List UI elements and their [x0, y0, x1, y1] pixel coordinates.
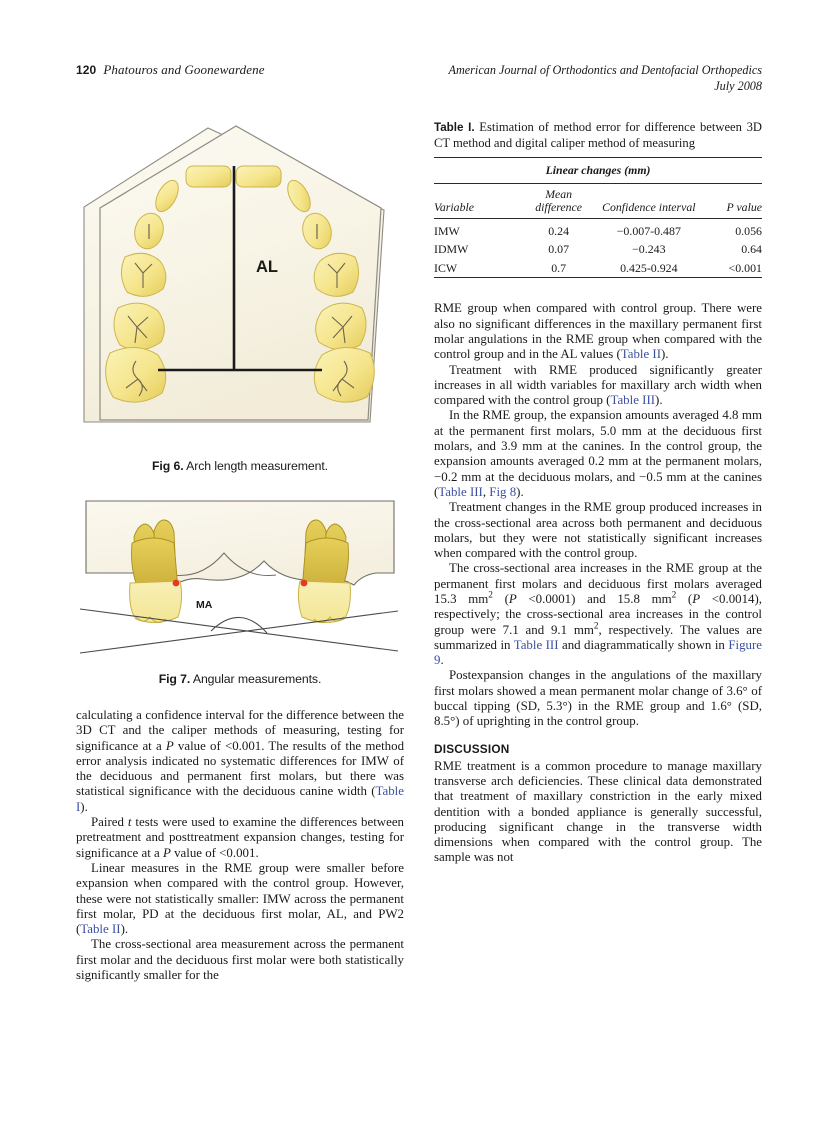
cross-reference-table-1[interactable]: Table I: [76, 784, 404, 814]
col-mean-line2: difference: [535, 200, 582, 215]
left-column: AL Fig 6. Arch length measurement.: [76, 120, 404, 983]
superscript-squared: 2: [671, 590, 677, 601]
figure-6-label: Fig 6.: [152, 459, 184, 473]
arch-length-diagram: AL: [83, 125, 385, 423]
stat-symbol-t: t: [127, 815, 132, 830]
table-1-col-confidence-interval: Confidence interval: [594, 183, 703, 220]
table-1-bottom-rule: [434, 277, 762, 286]
stat-symbol-p: P: [692, 591, 701, 606]
issue-date: July 2008: [714, 79, 762, 93]
col-mean-line1: Mean: [545, 187, 573, 202]
cross-reference-table-3[interactable]: Table III: [513, 637, 559, 652]
table-1-grid: Linear changes (mm) Variable Mean differ…: [434, 157, 762, 286]
table-1-title: Table I. Estimation of method error for …: [434, 120, 762, 151]
angular-measurement-diagram: MA: [79, 500, 399, 654]
cell-variable: IMW: [434, 224, 460, 239]
table-row: ICW 0.7 0.425-0.924 <0.001: [434, 259, 762, 278]
figure-7-image: MA: [76, 491, 404, 663]
cell-mean-difference: 0.7: [551, 260, 567, 275]
cell-p-value: <0.001: [728, 260, 762, 275]
superscript-squared: 2: [488, 590, 493, 601]
table-1-col-p-value: P value: [702, 183, 762, 220]
figure-7: MA Fig 7. Angular measurements.: [76, 491, 404, 686]
figure-6-caption-text: Arch length measurement.: [186, 459, 328, 473]
paragraph: calculating a confidence interval for th…: [76, 708, 405, 814]
cell-confidence-interval: 0.425-0.924: [620, 260, 678, 275]
figure-7-caption: Fig 7. Angular measurements.: [76, 663, 404, 686]
right-column-text: RME group when compared with control gro…: [434, 301, 762, 865]
paragraph: Linear measures in the RME group were sm…: [76, 860, 404, 937]
right-landmark-marker: [300, 579, 308, 587]
superscript-squared: 2: [593, 621, 599, 632]
paragraph: Treatment with RME produced significantl…: [434, 362, 762, 408]
paragraph: The cross-sectional area increases in th…: [434, 561, 763, 668]
figure-6: AL Fig 6. Arch length measurement.: [76, 120, 404, 473]
cell-mean-difference: 0.07: [548, 242, 570, 257]
cell-p-value: 0.056: [735, 224, 762, 239]
journal-title: American Journal of Orthodontics and Den…: [448, 63, 762, 77]
cell-variable: IDMW: [434, 242, 469, 257]
cell-confidence-interval: −0.007-0.487: [616, 224, 681, 239]
left-column-text: calculating a confidence interval for th…: [76, 708, 404, 983]
cell-confidence-interval: −0.243: [632, 242, 666, 257]
figure-7-label: Fig 7.: [158, 672, 191, 686]
stat-symbol-p: P: [165, 738, 174, 753]
cross-reference-table-2[interactable]: Table II: [620, 347, 662, 362]
cross-reference-table-2[interactable]: Table II: [80, 922, 121, 937]
paragraph: In the RME group, the expansion amounts …: [434, 408, 762, 499]
table-1-col-variable: Variable: [434, 183, 523, 220]
table-1-body: IMW 0.24 −0.007-0.487 0.056 IDMW 0.07 −0…: [434, 219, 762, 286]
table-1-column-header-row: Variable Mean difference Confidence inte…: [434, 183, 762, 220]
figure-6-caption: Fig 6. Arch length measurement.: [76, 450, 404, 473]
cell-mean-difference: 0.24: [548, 224, 570, 239]
left-landmark-marker: [172, 579, 180, 587]
running-head: 120 Phatouros and Goonewardene American J…: [76, 62, 762, 102]
table-1-span-header-row: Linear changes (mm): [434, 157, 762, 185]
cell-variable: ICW: [434, 260, 458, 275]
figure-7-annotation-label: MA: [196, 599, 213, 611]
figure-6-image: AL: [76, 120, 404, 450]
table-1-title-text: Estimation of method error for differenc…: [434, 120, 762, 150]
paragraph: RME group when compared with control gro…: [434, 301, 762, 362]
page-number: 120: [76, 63, 97, 77]
running-head-authors: Phatouros and Goonewardene: [103, 62, 265, 77]
figure-7-caption-text: Angular measurements.: [192, 672, 322, 686]
running-head-right: American Journal of Orthodontics and Den…: [449, 62, 762, 94]
stat-symbol-p: P: [508, 591, 517, 606]
cross-reference-figure-8[interactable]: Fig 8: [489, 484, 517, 499]
cross-reference-table-3[interactable]: Table III: [438, 484, 483, 499]
right-molar: [297, 519, 351, 623]
cross-reference-table-3[interactable]: Table III: [610, 393, 656, 408]
table-row: IMW 0.24 −0.007-0.487 0.056: [434, 219, 762, 241]
table-1: Table I. Estimation of method error for …: [434, 120, 762, 286]
table-row: IDMW 0.07 −0.243 0.64: [434, 241, 762, 259]
right-column: Table I. Estimation of method error for …: [434, 120, 762, 866]
figure-6-annotation-label: AL: [256, 258, 278, 276]
table-1-label: Table I.: [434, 121, 475, 134]
paragraph: RME treatment is a common procedure to m…: [434, 758, 762, 865]
paragraph: Postexpansion changes in the angulations…: [434, 668, 762, 729]
left-molar: [129, 519, 183, 623]
cell-p-value: 0.64: [741, 242, 762, 257]
paragraph: The cross-sectional area measurement acr…: [76, 937, 404, 983]
running-head-left: 120 Phatouros and Goonewardene: [76, 62, 265, 78]
stat-symbol-p: P: [162, 845, 171, 860]
cross-reference-figure-9[interactable]: Figure 9: [434, 637, 762, 668]
table-1-span-header: Linear changes (mm): [434, 157, 762, 185]
paragraph: Paired t tests were used to examine the …: [76, 815, 404, 860]
paragraph: Treatment changes in the RME group produ…: [434, 500, 762, 561]
section-heading-discussion: DISCUSSION: [434, 741, 510, 756]
table-1-col-mean-difference: Mean difference: [522, 183, 595, 220]
